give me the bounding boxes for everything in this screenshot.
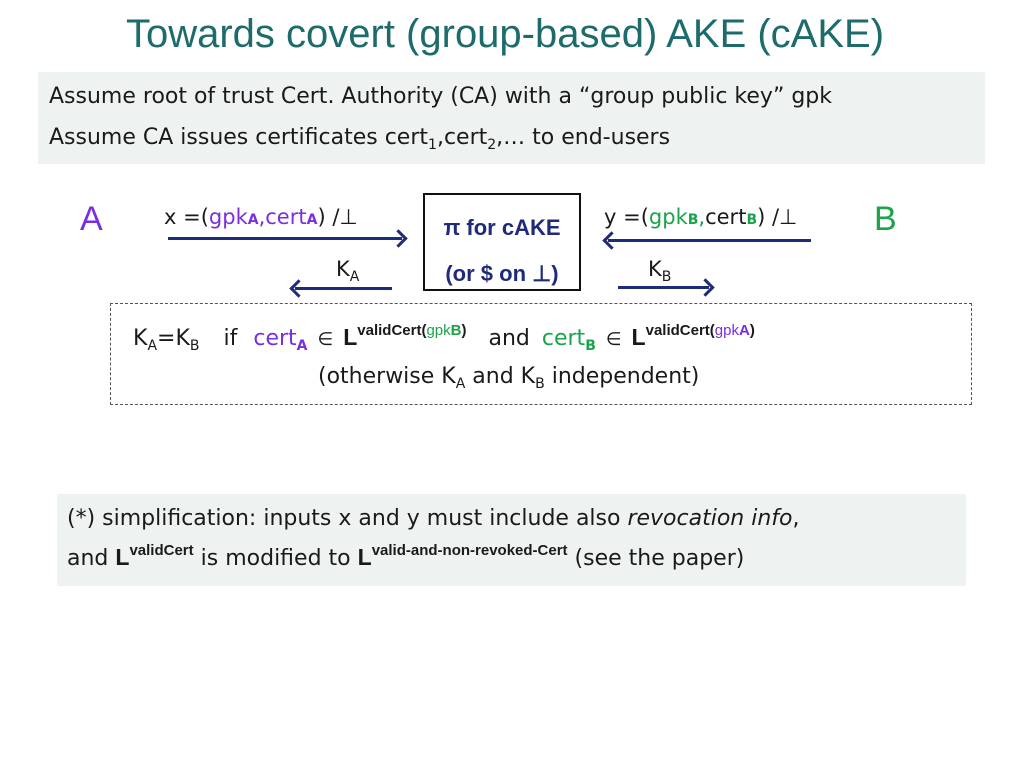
arrow-b-to-box [608, 239, 811, 242]
slide-title: Towards covert (group-based) AKE (cAKE) [125, 12, 885, 56]
message-from-b: y =(gpkB,certB) /⊥ [604, 205, 798, 229]
assumptions-panel: Assume root of trust Cert. Authority (CA… [38, 72, 985, 164]
party-a-label: A [80, 200, 103, 238]
party-b-label: B [874, 200, 897, 238]
assumption-line-2: Assume CA issues certificates cert1,cert… [49, 125, 671, 153]
arrow-kb [618, 286, 709, 289]
simplification-note-panel: (*) simplification: inputs x and y must … [57, 494, 966, 586]
kb-output: KB [648, 257, 672, 285]
simplification-line-2: and LvalidCert is modified to Lvalid-and… [67, 542, 745, 571]
box-line-1: π for cAKE [443, 215, 561, 240]
otherwise-note: (otherwise KA and KB independent) [318, 364, 700, 392]
arrow-a-to-box [168, 237, 402, 240]
simplification-line-1: (*) simplification: inputs x and y must … [67, 506, 800, 531]
box-line-2: (or $ on ⊥) [445, 261, 559, 286]
arrow-ka [295, 287, 392, 290]
assumption-line-1: Assume root of trust Cert. Authority (CA… [49, 84, 832, 109]
cake-protocol-box: π for cAKE (or $ on ⊥) [423, 193, 581, 291]
ka-output: KA [336, 257, 360, 285]
message-from-a: x =(gpkA,certA) /⊥ [164, 205, 358, 229]
